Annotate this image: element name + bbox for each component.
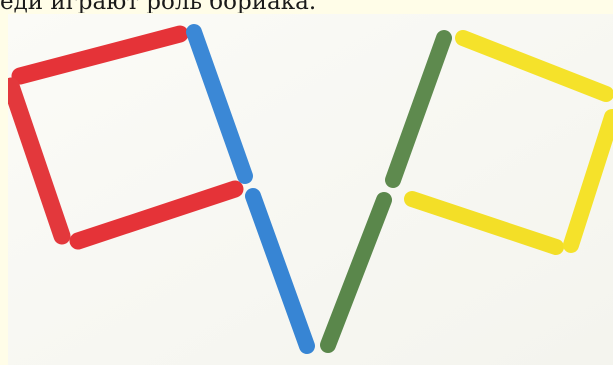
caption-text: еди играют роль бориака.	[0, 0, 613, 13]
sticks-photo	[8, 14, 613, 365]
sticks-illustration	[8, 14, 613, 365]
